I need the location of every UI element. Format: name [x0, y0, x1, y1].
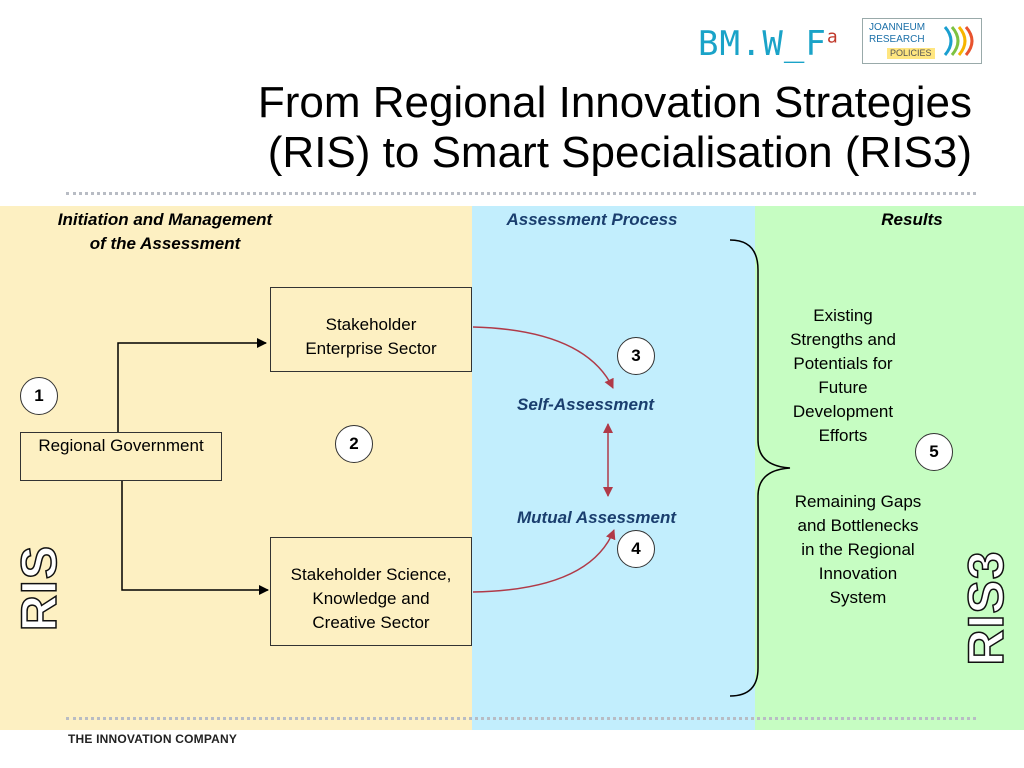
- header-assessment: Assessment Process: [506, 210, 678, 229]
- panel-initiation: [0, 206, 472, 730]
- page-title: From Regional Innovation Strategies (RIS…: [257, 78, 972, 177]
- joanneum-logo-line2: RESEARCH: [869, 34, 925, 45]
- box-regional-government-label: Regional Government: [38, 436, 204, 455]
- header-results: Results: [881, 210, 943, 229]
- panel-results: [755, 206, 1024, 730]
- connector-science-mutual: [472, 529, 616, 593]
- footer-tagline: THE INNOVATION COMPANY: [68, 732, 238, 746]
- step-1-badge: 1: [20, 377, 58, 415]
- box-science-sector-label: Stakeholder Science, Knowledge and Creat…: [290, 565, 452, 632]
- connector-gov-enterprise: [117, 338, 267, 432]
- step-4-badge: 4: [617, 530, 655, 568]
- panel-assessment: [472, 206, 755, 730]
- side-label-ris: RIS: [10, 544, 68, 632]
- step-3-badge: 3: [617, 337, 655, 375]
- side-label-ris3: RIS3: [957, 550, 1015, 667]
- top-divider: [66, 192, 976, 195]
- header-initiation: Initiation and Management of the Assessm…: [57, 210, 273, 253]
- label-self-assessment: Self-Assessment: [517, 395, 655, 414]
- result-strengths: Existing Strengths and Potentials for Fu…: [790, 306, 896, 445]
- box-science-sector: Stakeholder Science, Knowledge and Creat…: [270, 537, 472, 646]
- joanneum-waves-icon: [943, 26, 974, 56]
- step-2-badge: 2: [335, 425, 373, 463]
- bottom-divider: [66, 717, 976, 720]
- box-enterprise-sector: Stakeholder Enterprise Sector: [270, 287, 472, 372]
- result-gaps: Remaining Gaps and Bottlenecks in the Re…: [794, 492, 922, 607]
- bmwf-logo-sup: a: [826, 26, 839, 48]
- connector-enterprise-self: [472, 326, 614, 389]
- results-brace: [729, 239, 791, 697]
- joanneum-logo-line3: POLICIES: [887, 48, 935, 59]
- bmwf-logo: BM.W_Fa: [698, 24, 839, 64]
- step-5-badge: 5: [915, 433, 953, 471]
- label-mutual-assessment: Mutual Assessment: [517, 508, 677, 527]
- joanneum-logo: JOANNEUM RESEARCH POLICIES: [862, 18, 982, 64]
- box-enterprise-sector-label: Stakeholder Enterprise Sector: [305, 315, 437, 358]
- connector-gov-science: [121, 481, 269, 595]
- box-regional-government: Regional Government: [20, 432, 222, 481]
- bmwf-logo-text: BM.W_F: [698, 24, 827, 64]
- joanneum-logo-line1: JOANNEUM: [869, 22, 926, 33]
